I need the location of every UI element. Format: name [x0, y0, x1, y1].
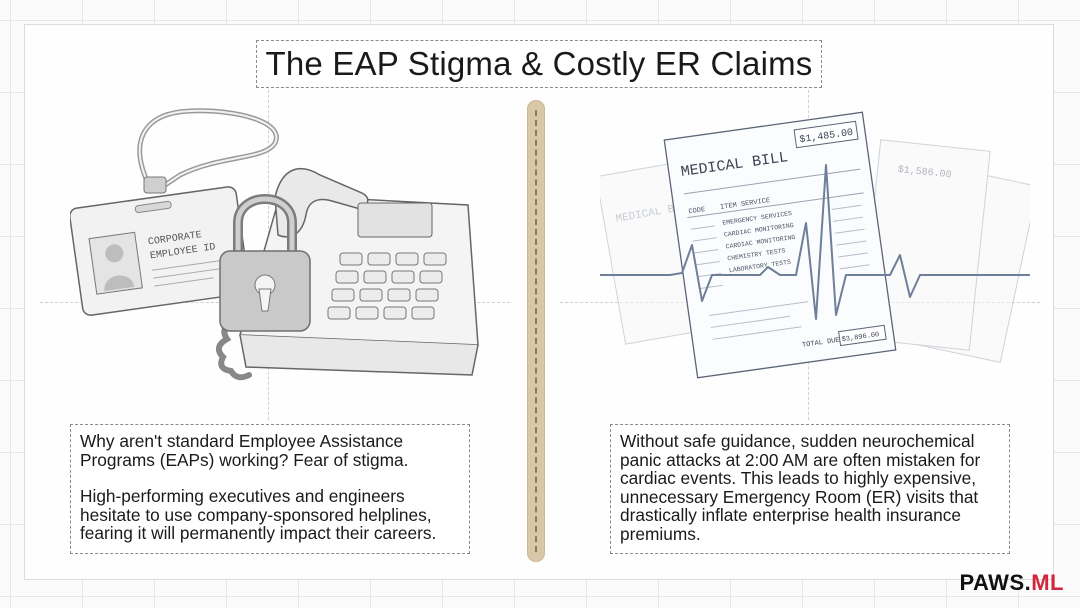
lanyard-strap — [137, 108, 279, 190]
right-paragraph-1: Without safe guidance, sudden neurochemi… — [620, 431, 981, 544]
left-illustration: CORPORATE EMPLOYEE ID — [70, 108, 479, 381]
brand-accent: ML — [1031, 570, 1064, 595]
phone-screen — [357, 202, 433, 238]
slide-title: The EAP Stigma & Costly ER Claims — [265, 45, 813, 82]
bill-amount-2: $1,586.00 — [897, 164, 952, 182]
phone-keypad — [327, 252, 447, 320]
left-text-box: Why aren't standard Employee Assistance … — [70, 424, 470, 554]
left-paragraph-2: High-performing executives and engineers… — [80, 486, 437, 544]
left-paragraph-1: Why aren't standard Employee Assistance … — [80, 431, 409, 470]
title-box: The EAP Stigma & Costly ER Claims — [256, 40, 822, 88]
padlock-icon — [219, 194, 311, 332]
brand-logo: PAWS.ML — [959, 570, 1064, 596]
medical-bill: MEDICAL BILL $1,485.00 CODE ITEM SERVICE… — [663, 111, 897, 379]
col-code: CODE — [688, 206, 706, 216]
heartbeat-line-icon — [600, 164, 1030, 320]
brand-name: PAWS. — [959, 570, 1032, 595]
lanyard-clip — [143, 176, 167, 194]
right-text-box: Without safe guidance, sudden neurochemi… — [610, 424, 1010, 554]
center-divider — [527, 100, 545, 562]
right-illustration: MEDICAL BILL $1,586.00 MEDICAL BILL $1,4… — [600, 111, 1030, 379]
